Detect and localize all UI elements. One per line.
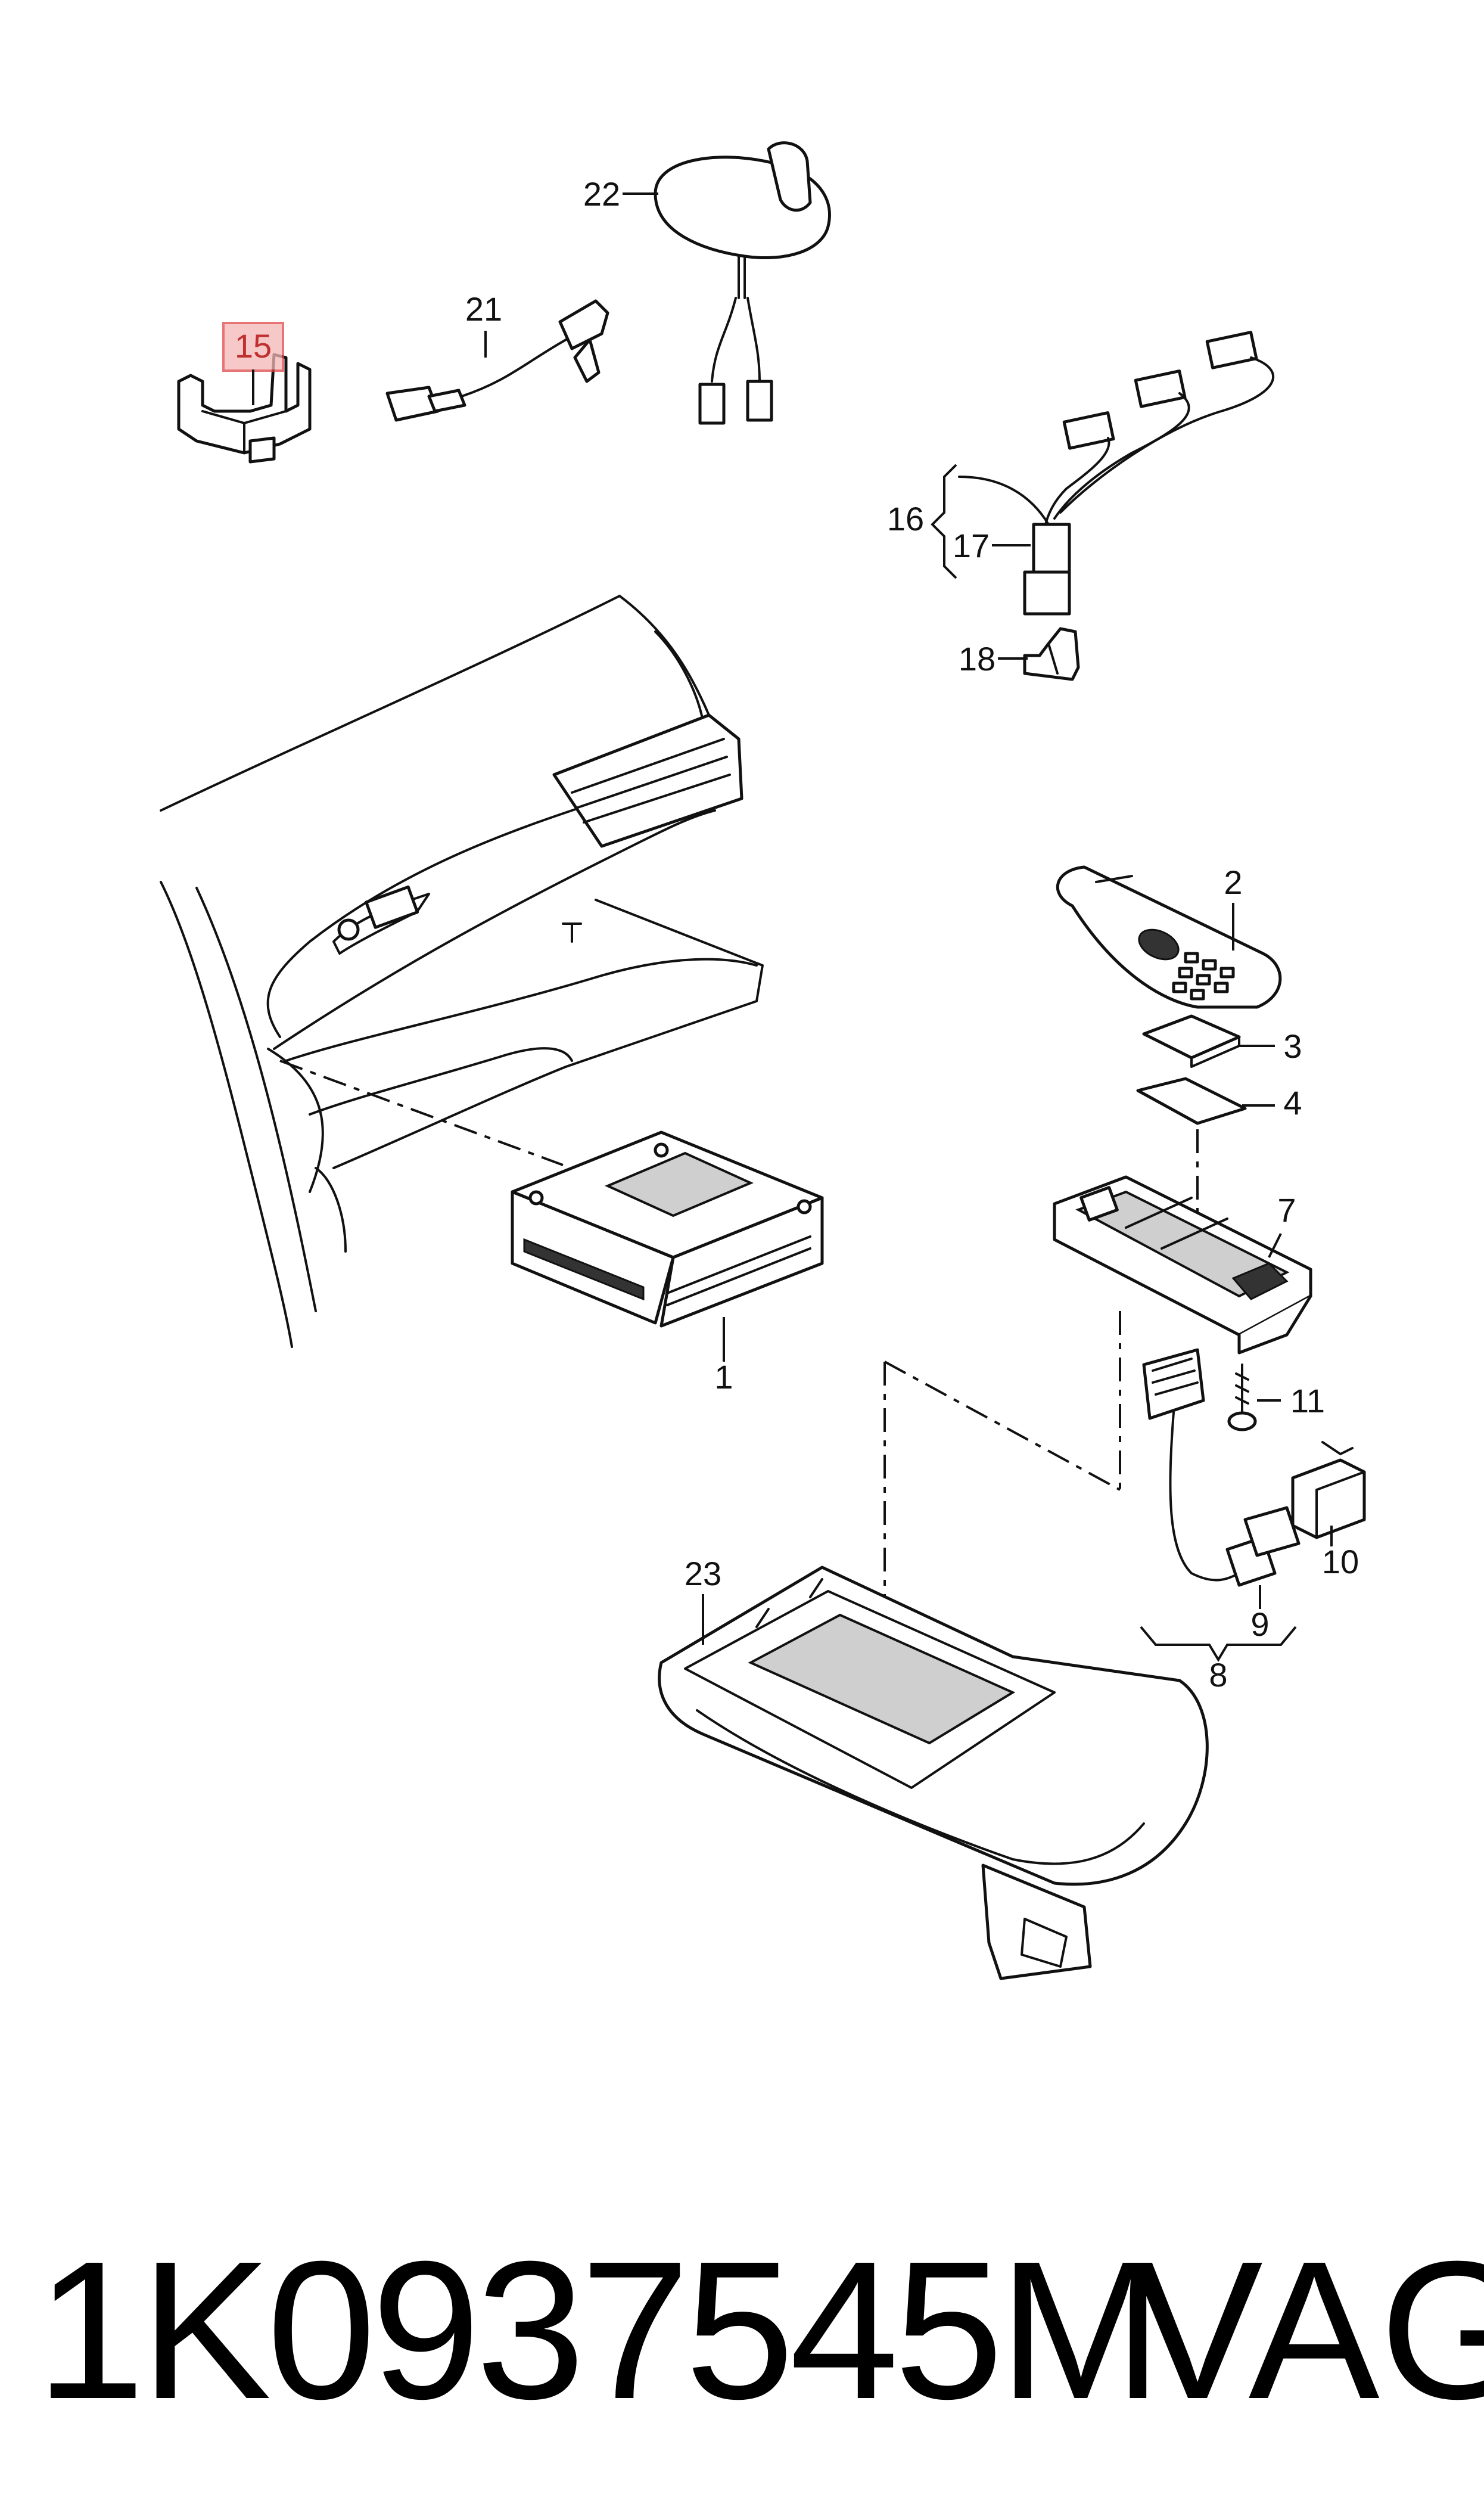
part-2-phone-handset xyxy=(1056,865,1282,1009)
label-7: 7 xyxy=(1277,1191,1296,1229)
part-21-antenna-cable xyxy=(385,299,609,422)
brand-name: VAG xyxy=(1132,2220,1484,2440)
part-11-screw xyxy=(1227,1363,1257,1431)
part-15-bracket xyxy=(177,353,312,464)
dashboard-outline xyxy=(160,595,764,1348)
part-23-armrest xyxy=(658,1566,1209,1980)
label-23: 23 xyxy=(685,1555,721,1592)
label-8: 8 xyxy=(1209,1656,1227,1694)
part-22-roof-antenna xyxy=(654,141,831,425)
label-11: 11 xyxy=(1290,1382,1325,1420)
part-1-media-unit xyxy=(511,1130,824,1328)
label-16: 16 xyxy=(887,500,924,538)
part-4-sheet xyxy=(1136,1077,1247,1125)
label-2: 2 xyxy=(1224,864,1242,901)
keypad xyxy=(1172,952,1235,1001)
label-18: 18 xyxy=(959,640,995,678)
part-3-pad xyxy=(1142,1014,1241,1068)
part-18-clip xyxy=(1023,627,1080,681)
label-3: 3 xyxy=(1283,1027,1302,1065)
label-9: 9 xyxy=(1250,1605,1269,1643)
footer: 1K0937545M VAG xyxy=(0,2205,1484,2455)
label-22: 22 xyxy=(583,175,620,213)
part-number: 1K0937545M xyxy=(36,2220,1162,2440)
label-1: 1 xyxy=(714,1358,733,1396)
part-15-highlight-box xyxy=(222,322,284,372)
label-4: 4 xyxy=(1283,1084,1302,1122)
label-21: 21 xyxy=(465,290,502,328)
label-15: 15 xyxy=(235,327,272,365)
part-9-cable-connector xyxy=(1142,1348,1301,1587)
label-10: 10 xyxy=(1322,1543,1359,1580)
label-17: 17 xyxy=(953,527,990,564)
part-16-wiring-harness xyxy=(958,331,1275,616)
part-10-connector-housing xyxy=(1291,1441,1366,1539)
part-7-phone-cradle xyxy=(1053,1175,1312,1355)
